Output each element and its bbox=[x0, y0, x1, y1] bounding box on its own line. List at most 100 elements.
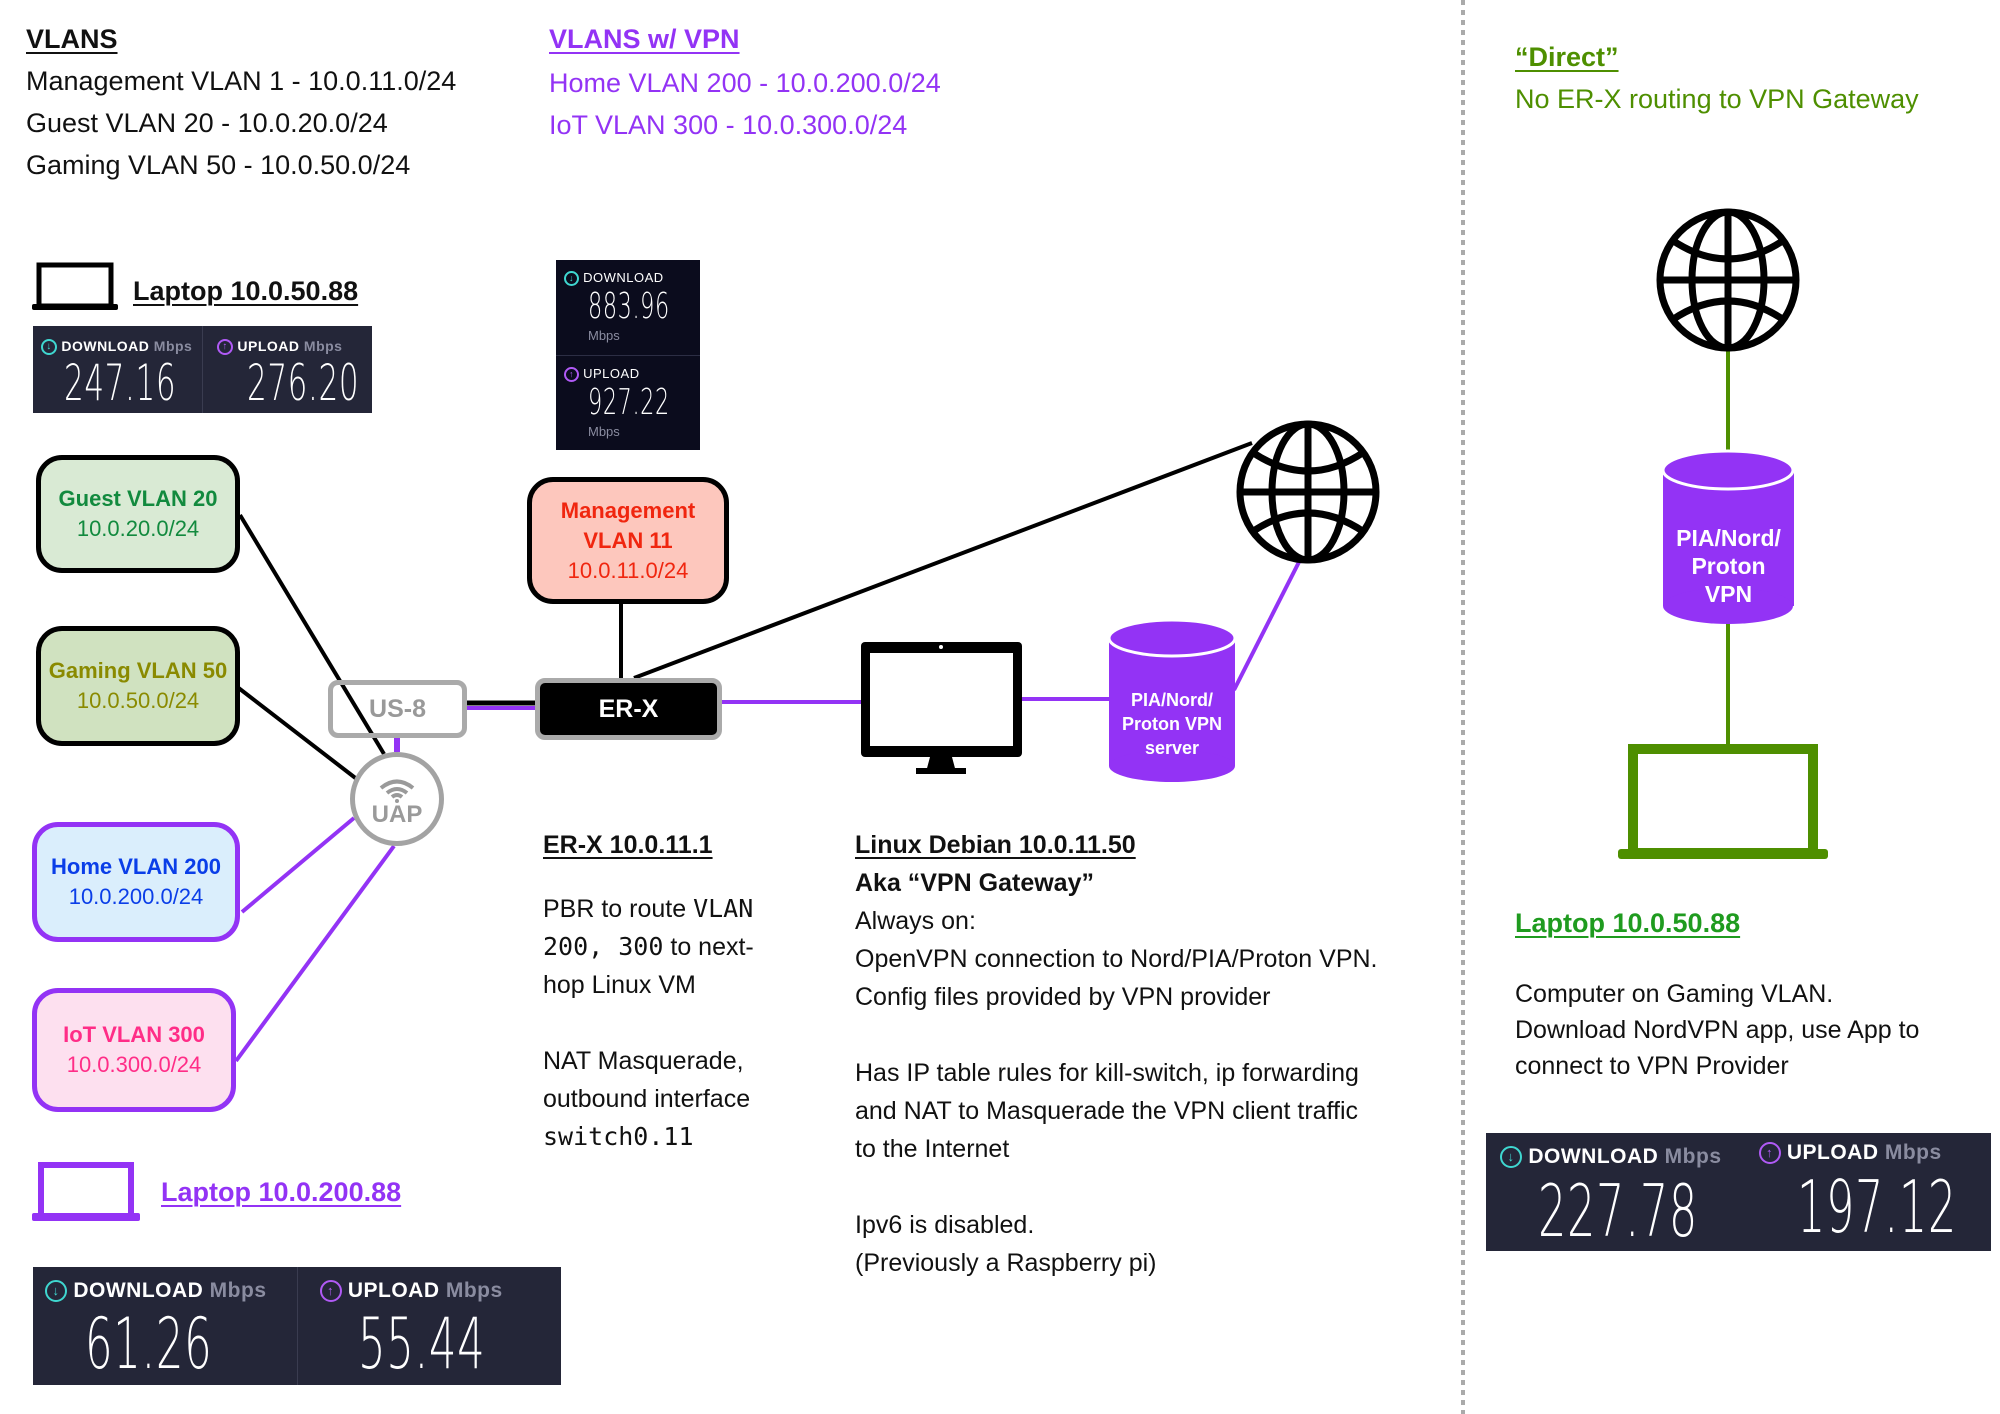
laptop-gaming-label: Laptop 10.0.50.88 bbox=[133, 276, 359, 306]
globe-icon bbox=[1656, 208, 1800, 352]
link-gaming-uap bbox=[234, 684, 360, 782]
download-icon: ↓ bbox=[41, 339, 57, 356]
vpn-server-label: PIA/Nord/ Proton VPN server bbox=[1121, 690, 1222, 758]
code-interface: switch0.11 bbox=[543, 1122, 694, 1151]
unit-label: Mbps bbox=[1664, 1145, 1722, 1168]
vlan-cidr: 10.0.11.0/24 bbox=[567, 557, 689, 583]
direct-laptop-description: Computer on Gaming VLAN. Download NordVP… bbox=[1515, 980, 1920, 1080]
download-value: 247.16 bbox=[64, 354, 177, 412]
download-label: DOWNLOAD bbox=[73, 1279, 204, 1302]
unit-label: Mbps bbox=[303, 338, 343, 354]
upload-icon: ↑ bbox=[564, 367, 579, 383]
code-vlan: VLAN bbox=[693, 894, 754, 923]
gateway-notes-title: Linux Debian 10.0.11.50 bbox=[855, 831, 1136, 859]
cylinder-icon bbox=[1107, 618, 1237, 782]
vlans-title: VLANS bbox=[26, 24, 118, 54]
speed-download: ↓ DOWNLOAD Mbps 227.78 bbox=[1486, 1133, 1739, 1251]
link-home-uap bbox=[240, 816, 356, 914]
vlan-name: VLAN 11 bbox=[583, 527, 673, 553]
download-label: DOWNLOAD bbox=[583, 270, 664, 285]
direct-subtitle: No ER-X routing to VPN Gateway bbox=[1515, 84, 1919, 114]
vlan-box-management: Management VLAN 11 10.0.11.0/24 bbox=[527, 477, 729, 604]
upload-label: UPLOAD bbox=[237, 338, 300, 354]
vlan-name: Home VLAN 200 bbox=[51, 854, 221, 879]
speedtest-home: ↓ DOWNLOAD Mbps 61.26 ↑ UPLOAD Mbps 55.4… bbox=[33, 1267, 561, 1385]
vlan-vpn-item: IoT VLAN 300 - 10.0.300.0/24 bbox=[549, 110, 908, 140]
speedtest-gaming: ↓ DOWNLOAD Mbps 247.16 ↑ UPLOAD Mbps 276… bbox=[33, 326, 372, 413]
vlan-name: Gaming VLAN 50 bbox=[48, 658, 228, 683]
link-erx-internet bbox=[633, 441, 1253, 680]
laptop-home-label: Laptop 10.0.200.88 bbox=[161, 1177, 402, 1207]
download-value: 883.96 bbox=[588, 286, 670, 327]
cylinder-icon bbox=[1661, 449, 1795, 624]
vlan-cidr: 10.0.20.0/24 bbox=[76, 516, 200, 541]
vlan-vpn-item: Home VLAN 200 - 10.0.200.0/24 bbox=[549, 68, 941, 98]
upload-icon: ↑ bbox=[1758, 1142, 1781, 1165]
erx-notes-title: ER-X 10.0.11.1 bbox=[543, 831, 713, 859]
vlan-cidr: 10.0.200.0/24 bbox=[68, 884, 204, 909]
vlans-vpn-title: VLANS w/ VPN bbox=[549, 24, 740, 54]
vlan-item: Management VLAN 1 - 10.0.11.0/24 bbox=[26, 66, 457, 96]
upload-label: UPLOAD bbox=[1786, 1141, 1879, 1164]
download-value: 227.78 bbox=[1538, 1169, 1698, 1253]
vlan-box-home: Home VLAN 200 10.0.200.0/24 bbox=[32, 822, 240, 942]
code-vlan-ids: 200, 300 bbox=[543, 932, 664, 961]
vlan-name: Management bbox=[560, 497, 696, 523]
vlan-cidr: 10.0.50.0/24 bbox=[76, 688, 200, 713]
speed-download: ↓ DOWNLOAD Mbps 61.26 bbox=[33, 1267, 297, 1385]
upload-value: 55.44 bbox=[357, 1303, 485, 1385]
unit-label: Mbps bbox=[588, 328, 620, 343]
vlan-name: Guest VLAN 20 bbox=[58, 486, 218, 511]
download-label: DOWNLOAD bbox=[61, 338, 150, 354]
vlan-box-guest: Guest VLAN 20 10.0.20.0/24 bbox=[36, 455, 240, 573]
upload-value: 197.12 bbox=[1796, 1165, 1957, 1249]
vpn-direct-label: PIA/Nord/ Proton VPN bbox=[1676, 525, 1781, 607]
laptop-icon bbox=[32, 262, 118, 310]
vlan-box-gaming: Gaming VLAN 50 10.0.50.0/24 bbox=[36, 626, 240, 746]
wifi-icon bbox=[379, 779, 415, 803]
speed-upload: ↑ UPLOAD Mbps 276.20 bbox=[202, 326, 372, 413]
laptop-icon bbox=[32, 1162, 140, 1221]
upload-icon: ↑ bbox=[319, 1280, 342, 1303]
router-label: ER-X bbox=[598, 694, 659, 723]
laptop-icon bbox=[1618, 744, 1828, 859]
gateway-aka: Aka “VPN Gateway” bbox=[855, 869, 1094, 897]
direct-section: “Direct” No ER-X routing to VPN Gateway bbox=[1515, 36, 1919, 120]
speed-upload: ↑ UPLOAD Mbps 55.44 bbox=[296, 1267, 562, 1385]
access-point-uap: UAP bbox=[350, 752, 444, 846]
unit-label: Mbps bbox=[588, 424, 620, 439]
link-vpn-internet bbox=[1232, 559, 1302, 691]
speedtest-management: ↓ DOWNLOAD 883.96 Mbps ↑ UPLOAD 927.22 M… bbox=[556, 260, 700, 450]
download-icon: ↓ bbox=[45, 1280, 67, 1303]
download-icon: ↓ bbox=[564, 271, 579, 287]
unit-label: Mbps bbox=[209, 1279, 267, 1302]
link-iot-uap bbox=[234, 844, 396, 1063]
download-label: DOWNLOAD bbox=[1528, 1145, 1659, 1168]
erx-notes: ER-X 10.0.11.1 PBR to route VLAN 200, 30… bbox=[543, 826, 754, 1156]
upload-label: UPLOAD bbox=[347, 1279, 440, 1302]
speed-download: ↓ DOWNLOAD Mbps 247.16 bbox=[33, 326, 202, 413]
unit-label: Mbps bbox=[153, 338, 193, 354]
ap-label: UAP bbox=[371, 801, 423, 828]
direct-title: “Direct” bbox=[1515, 42, 1619, 72]
vlans-section: VLANS Management VLAN 1 - 10.0.11.0/24 G… bbox=[26, 18, 456, 186]
vlans-vpn-section: VLANS w/ VPN Home VLAN 200 - 10.0.200.0/… bbox=[549, 18, 941, 146]
speed-download: ↓ DOWNLOAD 883.96 Mbps bbox=[556, 260, 700, 356]
speedtest-direct: ↓ DOWNLOAD Mbps 227.78 ↑ UPLOAD Mbps 197… bbox=[1486, 1133, 1991, 1251]
vlan-name: IoT VLAN 300 bbox=[63, 1022, 205, 1047]
upload-value: 276.20 bbox=[247, 354, 360, 412]
vlan-item: Gaming VLAN 50 - 10.0.50.0/24 bbox=[26, 150, 411, 180]
download-icon: ↓ bbox=[1500, 1146, 1522, 1169]
router-erx: ER-X bbox=[535, 678, 722, 740]
upload-value: 927.22 bbox=[588, 382, 670, 423]
download-value: 61.26 bbox=[85, 1303, 213, 1385]
switch-us8: US-8 bbox=[328, 680, 467, 738]
vlan-item: Guest VLAN 20 - 10.0.20.0/24 bbox=[26, 108, 388, 138]
vlan-box-iot: IoT VLAN 300 10.0.300.0/24 bbox=[32, 988, 236, 1112]
speed-upload: ↑ UPLOAD Mbps 197.12 bbox=[1739, 1133, 1992, 1251]
gateway-notes: Linux Debian 10.0.11.50 Aka “VPN Gateway… bbox=[855, 826, 1378, 1282]
upload-icon: ↑ bbox=[217, 339, 233, 356]
unit-label: Mbps bbox=[445, 1279, 503, 1302]
unit-label: Mbps bbox=[1884, 1141, 1942, 1164]
link-guest-uap bbox=[238, 513, 386, 756]
